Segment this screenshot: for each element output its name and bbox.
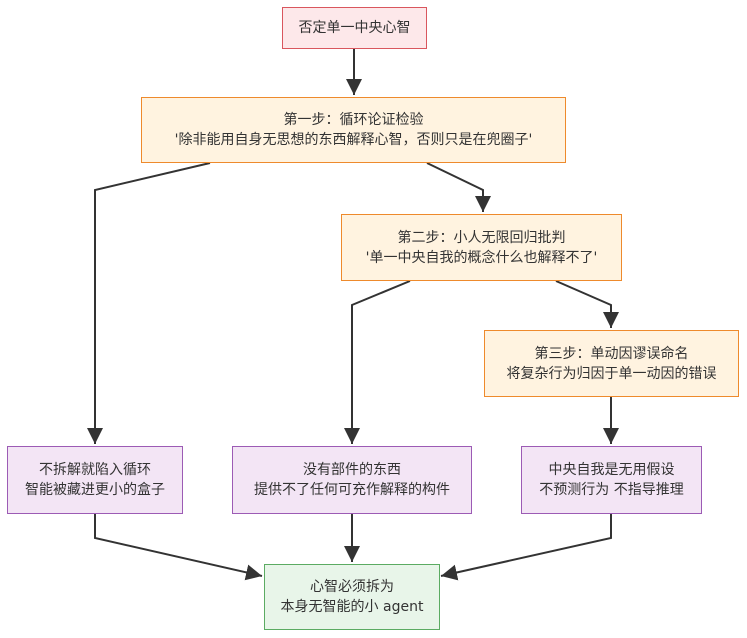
node-step2-line2: '单一中央自我的概念什么也解释不了' <box>365 249 598 266</box>
edge-result3-to-conclusion <box>440 514 612 581</box>
node-conclusion-line1: 心智必须拆为 <box>310 579 394 595</box>
edge-step2-to-step3 <box>555 280 619 328</box>
node-conclusion-line2: 本身无智能的小 agent <box>280 599 424 615</box>
node-step3-line2: 将复杂行为归因于单一动因的错误 <box>506 365 717 382</box>
edge-step2-to-result2 <box>344 280 411 444</box>
node-result1-line2: 智能被藏进更小的盒子 <box>25 482 165 498</box>
node-top: 否定单一中央心智 <box>282 7 427 49</box>
node-step1-line1: 第一步：循环论证检验 <box>283 112 424 128</box>
node-step2: 第二步：小人无限回归批判 '单一中央自我的概念什么也解释不了' <box>341 214 622 281</box>
node-step1-line2: '除非能用自身无思想的东西解释心智，否则只是在兜圈子' <box>174 132 533 148</box>
node-top-line1: 否定单一中央心智 <box>298 20 411 36</box>
node-result2: 没有部件的东西 提供不了任何可充作解释的构件 <box>232 446 472 514</box>
node-result1-line1: 不拆解就陷入循环 <box>39 462 151 478</box>
node-step2-line1: 第二步：小人无限回归批判 <box>397 229 566 246</box>
node-step3-line1: 第三步：单动因谬误命名 <box>534 345 689 362</box>
node-step3: 第三步：单动因谬误命名 将复杂行为归因于单一动因的错误 <box>484 330 739 397</box>
node-result3-line2: 不预测行为 不指导推理 <box>539 482 684 498</box>
edge-result1-to-conclusion <box>94 514 263 581</box>
edge-step1-to-result1 <box>87 162 211 444</box>
node-result3-line1: 中央自我是无用假设 <box>548 462 675 478</box>
node-result2-line1: 没有部件的东西 <box>303 462 401 478</box>
node-result1: 不拆解就陷入循环 智能被藏进更小的盒子 <box>7 446 183 514</box>
edge-step1-to-step2 <box>426 162 491 212</box>
node-step1: 第一步：循环论证检验 '除非能用自身无思想的东西解释心智，否则只是在兜圈子' <box>141 97 566 163</box>
node-result2-line2: 提供不了任何可充作解释的构件 <box>254 482 450 498</box>
node-conclusion: 心智必须拆为 本身无智能的小 agent <box>264 564 440 630</box>
node-result3: 中央自我是无用假设 不预测行为 不指导推理 <box>521 446 702 514</box>
